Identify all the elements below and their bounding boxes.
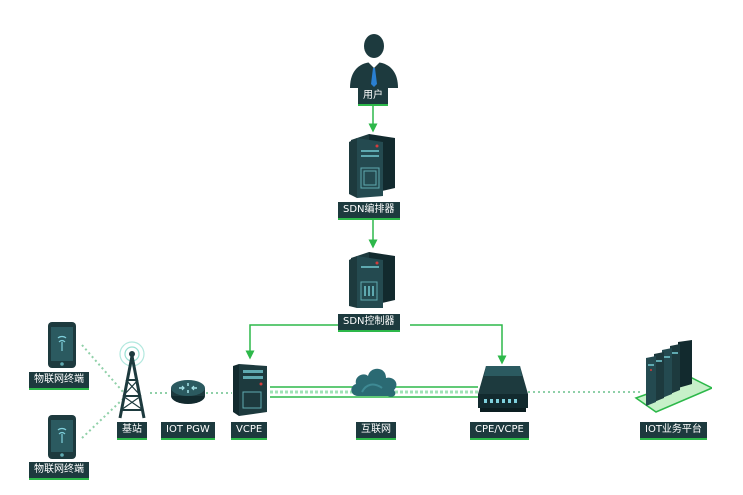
- link-terminal1-to-base: [81, 344, 125, 394]
- phone-icon: [48, 415, 76, 459]
- iot-terminal-2-label: 物联网终端: [29, 462, 89, 480]
- antenna-tower-icon: [118, 341, 146, 419]
- cpe-device-icon: [478, 366, 528, 412]
- cloud-icon: [351, 368, 397, 397]
- server-icon: [233, 364, 267, 416]
- iot-pgw-label: IOT PGW: [161, 422, 215, 440]
- vcpe-label: VCPE: [231, 422, 268, 440]
- server-icon: [349, 134, 395, 198]
- router-icon: [171, 380, 205, 404]
- cpe-vcpe-label: CPE/VCPE: [470, 422, 529, 440]
- server-rack-icon: [634, 340, 712, 413]
- phone-icon: [48, 322, 76, 368]
- iot-terminal-1-label: 物联网终端: [29, 372, 89, 390]
- user-label: 用户: [358, 88, 388, 106]
- iot-platform-label: IOT业务平台: [640, 422, 707, 440]
- arrow-controller-to-vcpe: [245, 324, 340, 360]
- arrow-controller-to-cpe: [410, 324, 507, 365]
- internet-label: 互联网: [356, 422, 396, 440]
- server-icon: [349, 252, 395, 308]
- user-icon: [350, 34, 398, 88]
- base-station-label: 基站: [117, 422, 147, 440]
- sdn-orchestrator-label: SDN编排器: [338, 202, 400, 220]
- sdn-controller-label: SDN控制器: [338, 314, 400, 332]
